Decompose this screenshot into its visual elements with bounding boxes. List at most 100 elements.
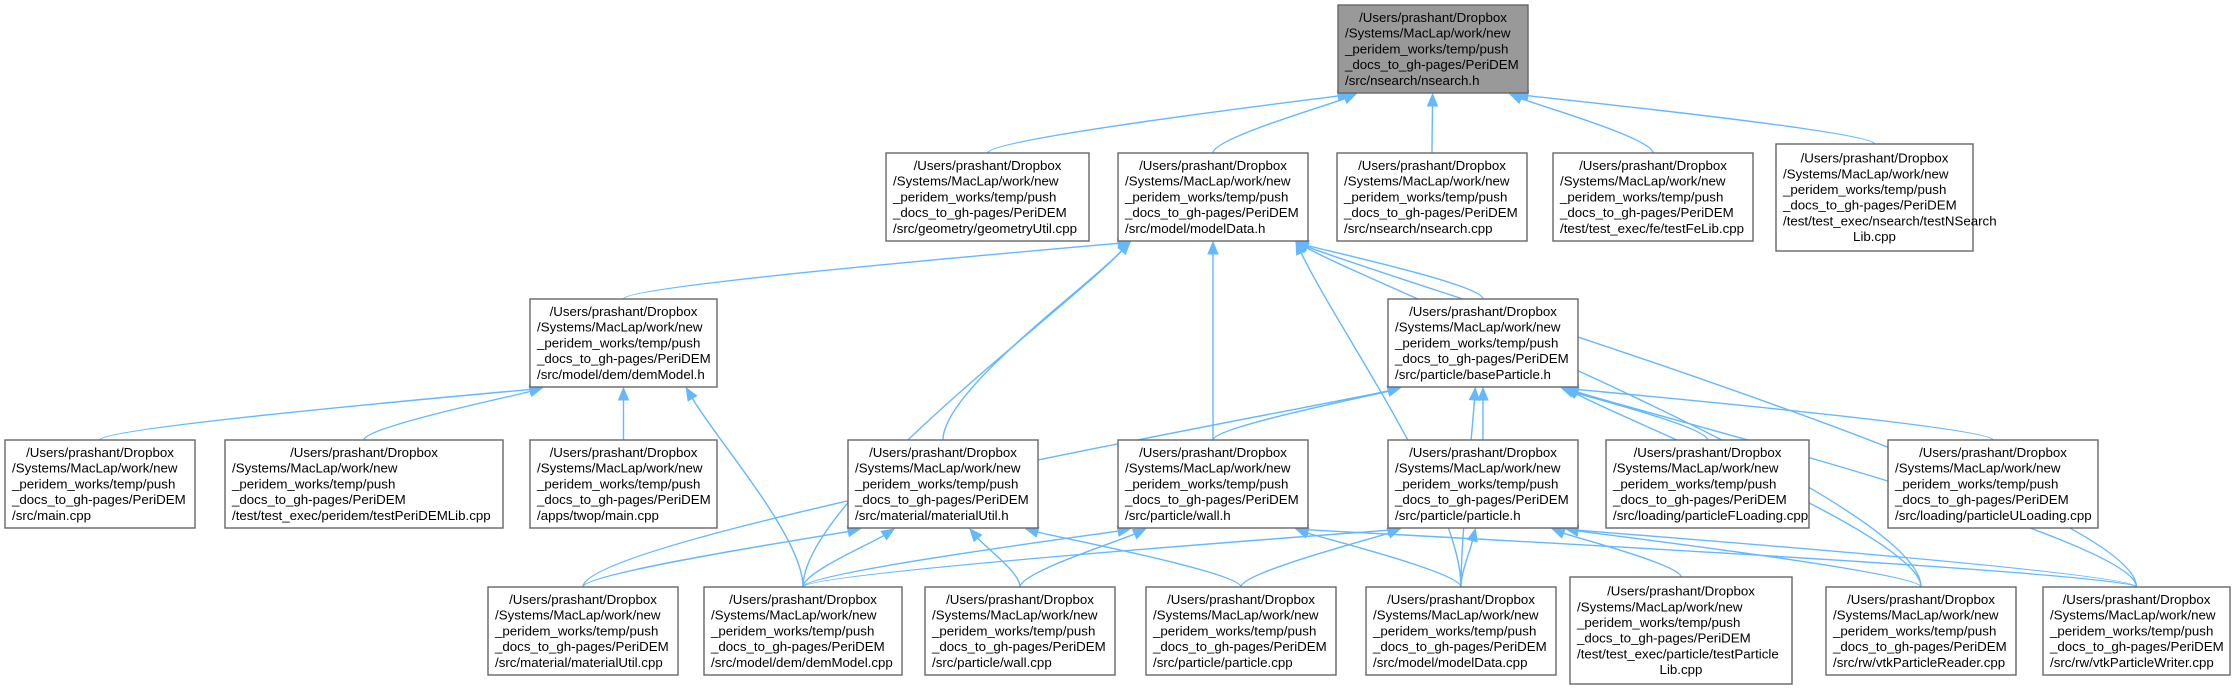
edges-layer bbox=[99, 90, 2138, 588]
node-testnsearchlib-cpp[interactable]: /Users/prashant/Dropbox/Systems/MacLap/w… bbox=[1775, 143, 1997, 252]
node-particle-h[interactable]: /Users/prashant/Dropbox/Systems/MacLap/w… bbox=[1387, 439, 1579, 529]
node-label-line: /Systems/MacLap/work/new bbox=[1153, 608, 1319, 623]
node-particlefloading-cpp[interactable]: /Users/prashant/Dropbox/Systems/MacLap/w… bbox=[1605, 439, 1810, 529]
node-label-line: _peridem_works/temp/push bbox=[11, 476, 175, 491]
node-twop-main-cpp[interactable]: /Users/prashant/Dropbox/Systems/MacLap/w… bbox=[529, 439, 718, 529]
node-label-line: /src/rw/vtkParticleReader.cpp bbox=[1833, 655, 2005, 670]
node-label-line: /src/loading/particleFLoading.cpp bbox=[1613, 508, 1808, 523]
node-box bbox=[1387, 298, 1579, 388]
edge-testparticlelib-cpp-to-particle-h bbox=[1563, 532, 1682, 578]
node-label-line: _peridem_works/temp/push bbox=[1559, 189, 1723, 204]
node-label-line: /src/geometry/geometryUtil.cpp bbox=[893, 221, 1077, 236]
node-testfelib-cpp[interactable]: /Users/prashant/Dropbox/Systems/MacLap/w… bbox=[1552, 152, 1754, 242]
arrowhead bbox=[1295, 240, 1307, 256]
edge-materialutil-h-to-modeldata-h bbox=[942, 250, 1123, 441]
edge-demmodel-cpp-to-particle-h bbox=[802, 529, 1389, 588]
node-vtkparticlereader-cpp[interactable]: /Users/prashant/Dropbox/Systems/MacLap/w… bbox=[1825, 586, 2017, 676]
node-label-line: /apps/twop/main.cpp bbox=[537, 508, 659, 523]
edge-demmodel-cpp-to-demmodel-h bbox=[691, 397, 804, 588]
node-label-line: _peridem_works/temp/push bbox=[494, 623, 658, 638]
node-modeldata-h[interactable]: /Users/prashant/Dropbox/Systems/MacLap/w… bbox=[1117, 152, 1309, 242]
node-label-line: /Users/prashant/Dropbox bbox=[946, 592, 1094, 607]
node-main-cpp[interactable]: /Users/prashant/Dropbox/Systems/MacLap/w… bbox=[4, 439, 196, 529]
node-label-line: /Users/prashant/Dropbox bbox=[1607, 584, 1755, 599]
edge-vtkparticlereader-cpp-to-particle-h bbox=[1577, 530, 1922, 588]
node-particleuloading-cpp[interactable]: /Users/prashant/Dropbox/Systems/MacLap/w… bbox=[1887, 439, 2099, 529]
node-box bbox=[703, 586, 903, 676]
node-label-line: _docs_to_gh-pages/PeriDEM bbox=[2049, 639, 2224, 654]
node-vtkparticlewriter-cpp[interactable]: /Users/prashant/Dropbox/Systems/MacLap/w… bbox=[2042, 586, 2231, 676]
node-label-line: /Systems/MacLap/work/new bbox=[1833, 608, 1999, 623]
arrowhead bbox=[1024, 526, 1040, 538]
arrowhead bbox=[1207, 240, 1219, 255]
node-baseparticle-h[interactable]: /Users/prashant/Dropbox/Systems/MacLap/w… bbox=[1387, 298, 1579, 388]
node-label-line: /src/model/dem/demModel.h bbox=[537, 367, 705, 382]
node-box bbox=[487, 586, 679, 676]
node-label-line: /Users/prashant/Dropbox bbox=[1409, 445, 1557, 460]
node-box bbox=[1145, 586, 1337, 676]
arrowhead bbox=[969, 528, 983, 543]
node-label-line: /Systems/MacLap/work/new bbox=[1783, 166, 1949, 181]
edge-vtkparticlewriter-cpp-to-modeldata-h bbox=[1306, 245, 2138, 588]
node-label-line: _docs_to_gh-pages/PeriDEM bbox=[231, 492, 406, 507]
edge-modeldata-h-to-nsearch-h bbox=[1212, 97, 1346, 154]
node-nsearch-cpp[interactable]: /Users/prashant/Dropbox/Systems/MacLap/w… bbox=[1336, 152, 1528, 242]
node-demmodel-h[interactable]: /Users/prashant/Dropbox/Systems/MacLap/w… bbox=[529, 298, 718, 388]
edge-modeldata-cpp-to-wall-h bbox=[1307, 532, 1462, 588]
node-label-line: /Users/prashant/Dropbox bbox=[1358, 158, 1506, 173]
node-box bbox=[1569, 576, 1793, 685]
node-label-line: /Systems/MacLap/work/new bbox=[1125, 461, 1291, 476]
node-label-line: _docs_to_gh-pages/PeriDEM bbox=[536, 351, 711, 366]
node-wall-cpp[interactable]: /Users/prashant/Dropbox/Systems/MacLap/w… bbox=[924, 586, 1116, 676]
node-label-line: /Users/prashant/Dropbox bbox=[1359, 10, 1507, 25]
node-label-line: /src/material/materialUtil.h bbox=[855, 508, 1009, 523]
node-label-line: /Systems/MacLap/work/new bbox=[711, 608, 877, 623]
node-demmodel-cpp[interactable]: /Users/prashant/Dropbox/Systems/MacLap/w… bbox=[703, 586, 903, 676]
edge-vtkparticlewriter-cpp-to-particle-h bbox=[1577, 529, 2138, 588]
arrowhead bbox=[617, 386, 630, 401]
node-label-line: /Systems/MacLap/work/new bbox=[1373, 608, 1539, 623]
arrowhead bbox=[685, 386, 698, 402]
node-label-line: /Users/prashant/Dropbox bbox=[290, 445, 438, 460]
arrowhead bbox=[1477, 386, 1489, 401]
node-label-line: _docs_to_gh-pages/PeriDEM bbox=[494, 639, 669, 654]
node-label-line: /src/nsearch/nsearch.h bbox=[1345, 73, 1480, 88]
node-label-line: /src/particle/baseParticle.h bbox=[1395, 367, 1551, 382]
node-label-line: _peridem_works/temp/push bbox=[231, 476, 395, 491]
edge-testnsearchlib-cpp-to-nsearch-h bbox=[1527, 94, 1876, 145]
node-geometryutil-cpp[interactable]: /Users/prashant/Dropbox/Systems/MacLap/w… bbox=[885, 152, 1090, 242]
node-nsearch-h[interactable]: /Users/prashant/Dropbox/Systems/MacLap/w… bbox=[1337, 4, 1529, 94]
node-label-line: /Users/prashant/Dropbox bbox=[1387, 592, 1535, 607]
arrowhead bbox=[528, 385, 544, 398]
node-label-line: /test/test_exec/particle/testParticle bbox=[1577, 646, 1779, 661]
edge-testperidemlib-cpp-to-demmodel-h bbox=[363, 390, 531, 441]
node-label-line: _peridem_works/temp/push bbox=[1394, 335, 1558, 350]
node-materialutil-h[interactable]: /Users/prashant/Dropbox/Systems/MacLap/w… bbox=[847, 439, 1039, 529]
node-wall-h[interactable]: /Users/prashant/Dropbox/Systems/MacLap/w… bbox=[1117, 439, 1309, 529]
node-label-line: /Systems/MacLap/work/new bbox=[1577, 599, 1743, 614]
node-label-line: /Systems/MacLap/work/new bbox=[2050, 608, 2216, 623]
node-label-line: _docs_to_gh-pages/PeriDEM bbox=[1832, 639, 2007, 654]
edge-demmodel-cpp-to-materialutil-h bbox=[802, 534, 885, 588]
node-label-line: _peridem_works/temp/push bbox=[710, 623, 874, 638]
arrowhead bbox=[1468, 386, 1481, 401]
node-label-line: /Users/prashant/Dropbox bbox=[1139, 445, 1287, 460]
node-label-line: /src/material/materialUtil.cpp bbox=[495, 655, 663, 670]
node-label-line: /Systems/MacLap/work/new bbox=[12, 461, 178, 476]
node-label-line: /src/loading/particleULoading.cpp bbox=[1895, 508, 2092, 523]
node-label-line: _peridem_works/temp/push bbox=[1612, 476, 1776, 491]
node-materialutil-cpp[interactable]: /Users/prashant/Dropbox/Systems/MacLap/w… bbox=[487, 586, 679, 676]
node-label-line: /Users/prashant/Dropbox bbox=[550, 304, 698, 319]
node-testparticlelib-cpp[interactable]: /Users/prashant/Dropbox/Systems/MacLap/w… bbox=[1569, 576, 1793, 685]
node-particle-cpp[interactable]: /Users/prashant/Dropbox/Systems/MacLap/w… bbox=[1145, 586, 1337, 676]
node-modeldata-cpp[interactable]: /Users/prashant/Dropbox/Systems/MacLap/w… bbox=[1365, 586, 1557, 676]
node-box bbox=[1337, 4, 1529, 94]
node-label-line: _peridem_works/temp/push bbox=[1124, 189, 1288, 204]
node-label-line: _docs_to_gh-pages/PeriDEM bbox=[1612, 492, 1787, 507]
node-box bbox=[847, 439, 1039, 529]
node-label-line: _peridem_works/temp/push bbox=[1344, 41, 1508, 56]
arrowhead bbox=[1342, 93, 1358, 105]
node-box bbox=[529, 298, 718, 388]
node-testperidemlib-cpp[interactable]: /Users/prashant/Dropbox/Systems/MacLap/w… bbox=[224, 439, 504, 529]
node-label-line: _docs_to_gh-pages/PeriDEM bbox=[536, 492, 711, 507]
